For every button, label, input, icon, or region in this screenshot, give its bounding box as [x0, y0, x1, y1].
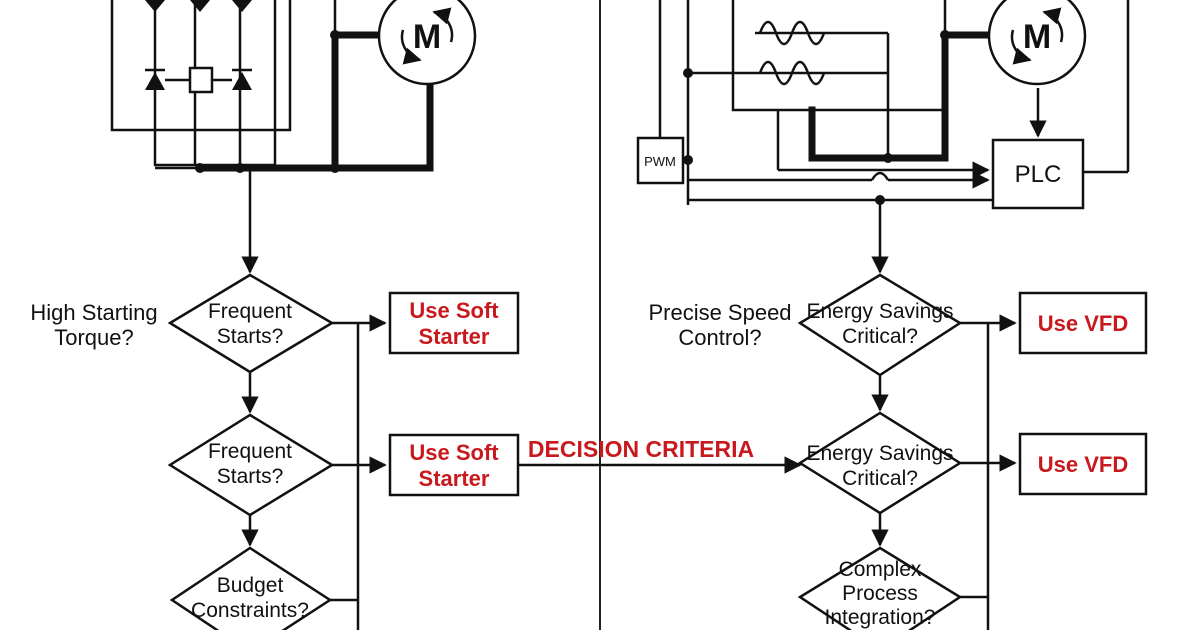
decision-diamond — [167, 273, 335, 374]
thyristor-icon — [145, 72, 165, 90]
motor-label: M — [413, 18, 441, 56]
decision-diamond — [169, 546, 333, 630]
action-box — [1018, 432, 1148, 496]
thyristor-icon — [232, 72, 252, 90]
soft-starter-circuit: M — [110, 0, 477, 173]
decision-diamond — [797, 546, 963, 630]
plc-box — [991, 138, 1085, 210]
decision-criteria-label: DECISION CRITERIA — [528, 436, 754, 462]
pwm-label: PWM — [644, 154, 676, 169]
motor-label: M — [1023, 18, 1051, 56]
action-box — [1018, 291, 1148, 355]
thyristor-icon — [232, 0, 252, 12]
action-use-vfd-1: Use VFD — [1038, 311, 1128, 336]
vfd-circuit: PWM PLC M — [636, 0, 1130, 210]
thyristor-icon — [190, 0, 210, 12]
action-use-vfd-2: Use VFD — [1038, 452, 1128, 477]
relay-box — [188, 66, 214, 94]
plc-label: PLC — [1015, 161, 1062, 188]
inductor-icon — [758, 20, 826, 46]
thyristor-icon — [145, 0, 165, 12]
inductor-icon — [758, 60, 826, 86]
action-box — [388, 291, 520, 355]
